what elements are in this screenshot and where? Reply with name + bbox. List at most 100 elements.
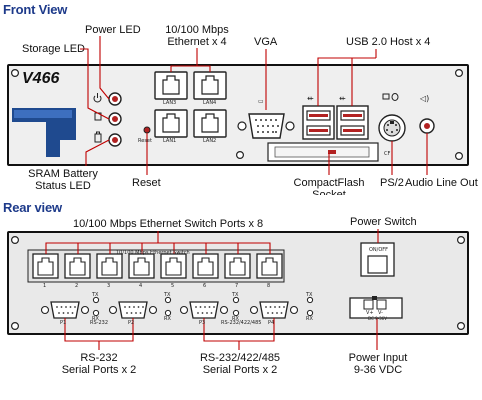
callout-sram-led: [85, 139, 110, 166]
lan4-label: LAN4: [203, 100, 217, 106]
port-number-7: 7: [235, 283, 239, 289]
screw-icon: [455, 68, 464, 77]
rj45-jack-icon: [197, 257, 214, 276]
rj45-jack-icon: [261, 257, 278, 276]
tx-silk-label: TX: [232, 292, 239, 298]
rs485-label-line1: RS-232/422/485: [199, 352, 281, 364]
p4-silk-label: P4: [268, 320, 275, 326]
compactflash-label-line2: Socket: [312, 189, 346, 195]
tx-led: [164, 296, 172, 304]
serial-port-p3[interactable]: [189, 301, 219, 319]
screw-icon: [236, 151, 245, 160]
callout-ethernet-bracket: [170, 65, 211, 72]
model-name: V466: [22, 70, 60, 87]
port-number-3: 3: [107, 283, 111, 289]
vminus-silk-label: V-: [378, 310, 383, 316]
compactflash-eject: [328, 150, 336, 154]
serial-port-p4[interactable]: [259, 301, 289, 319]
sram-label-line2: Status LED: [35, 180, 91, 192]
switch-ports-label: 10/100 Mbps Ethernet Switch Ports x 8: [73, 218, 264, 230]
screw-icon: [11, 68, 20, 77]
screw-icon: [457, 322, 466, 331]
storage-led-label: Storage LED: [22, 43, 85, 55]
screw-icon: [457, 236, 466, 245]
compactflash-slot: [274, 146, 370, 158]
screw-icon: [455, 152, 464, 161]
rx-led: [232, 309, 240, 317]
rj45-jack-icon: [133, 257, 150, 276]
usb-port-2-tongue: [309, 129, 328, 132]
rj45-jack-icon: [69, 257, 86, 276]
lan1-label: LAN1: [163, 138, 177, 144]
port-number-4: 4: [139, 283, 143, 289]
power-led-label: Power LED: [85, 24, 141, 36]
rj45-jack-icon: [201, 113, 219, 133]
reset-label: Reset: [132, 177, 161, 189]
keyboard-icon: [382, 93, 390, 100]
power-symbol-icon: [93, 95, 102, 103]
rj45-jack-icon: [37, 257, 54, 276]
tx-led: [306, 296, 314, 304]
usb-port-1-tongue: [309, 114, 328, 117]
rx-led: [92, 309, 100, 317]
vga-label: VGA: [254, 36, 278, 48]
rs232-silk-label: RS-232: [90, 320, 108, 326]
usb-icon: ⇷: [307, 94, 314, 103]
vga-monitor-icon: ▭: [258, 98, 264, 105]
rx-silk-label: RX: [92, 316, 99, 322]
rs485-silk-label: RS-232/422/485: [221, 320, 262, 326]
usb-label: USB 2.0 Host x 4: [346, 36, 431, 48]
ps2-label: PS/2: [380, 177, 404, 189]
power-input-terminal[interactable]: [349, 297, 403, 319]
power-switch-rocker[interactable]: [367, 255, 388, 274]
ps2-port-key: [390, 121, 394, 124]
storage-led-lamp: [112, 116, 118, 122]
p1-silk-label: P1: [60, 320, 67, 326]
port-number-5: 5: [171, 283, 175, 289]
p2-silk-label: P2: [128, 320, 135, 326]
power-switch-label: Power Switch: [350, 216, 417, 228]
port-number-2: 2: [75, 283, 79, 289]
serial-port-p2[interactable]: [118, 301, 148, 319]
rx-led: [306, 309, 314, 317]
tx-led: [92, 296, 100, 304]
port-number-6: 6: [203, 283, 207, 289]
sram-battery-led-lamp: [112, 137, 118, 143]
usb-port-3-tongue: [343, 114, 362, 117]
lan3-label: LAN3: [163, 100, 177, 106]
callout-storage-led: [80, 48, 110, 120]
cf-silk-label: CF: [384, 151, 391, 157]
terminal-screw: [363, 299, 374, 310]
rear-view-heading: Rear view: [3, 200, 62, 215]
vplus-silk-label: V+: [366, 310, 374, 316]
mouse-icon: [391, 93, 399, 101]
reset-silk-label: Reset: [138, 138, 152, 144]
callout-usb-bracket: [317, 57, 353, 106]
compactflash-label-line1: CompactFlash: [293, 177, 365, 189]
ethernet-label-line2: Ethernet x 4: [167, 36, 227, 48]
tx-silk-label: TX: [92, 292, 99, 298]
dc-silk-label: DC 9-36V: [368, 316, 387, 321]
port-number-8: 8: [267, 283, 271, 289]
terminal-divider: [372, 296, 377, 300]
front-view-heading: Front View: [3, 2, 68, 17]
serial-port-p1[interactable]: [50, 301, 80, 319]
power-input-label-line2: 9-36 VDC: [353, 364, 403, 376]
rs232-label-line1: RS-232: [80, 352, 118, 364]
port-number-1: 1: [43, 283, 47, 289]
audio-jack-hole: [424, 123, 430, 129]
speaker-icon: ◁): [419, 94, 429, 103]
rx-silk-label: RX: [164, 316, 171, 322]
tx-silk-label: TX: [164, 292, 171, 298]
rx-silk-label: RX: [306, 316, 313, 322]
usb-port-4-tongue: [343, 129, 362, 132]
switch-port-7[interactable]: [224, 253, 251, 279]
screw-icon: [11, 322, 20, 331]
sram-label-line1: SRAM Battery: [28, 168, 98, 180]
rj45-jack-icon: [101, 257, 118, 276]
tx-silk-label: TX: [306, 292, 313, 298]
power-led-lamp: [112, 96, 118, 102]
rj45-jack-icon: [165, 257, 182, 276]
